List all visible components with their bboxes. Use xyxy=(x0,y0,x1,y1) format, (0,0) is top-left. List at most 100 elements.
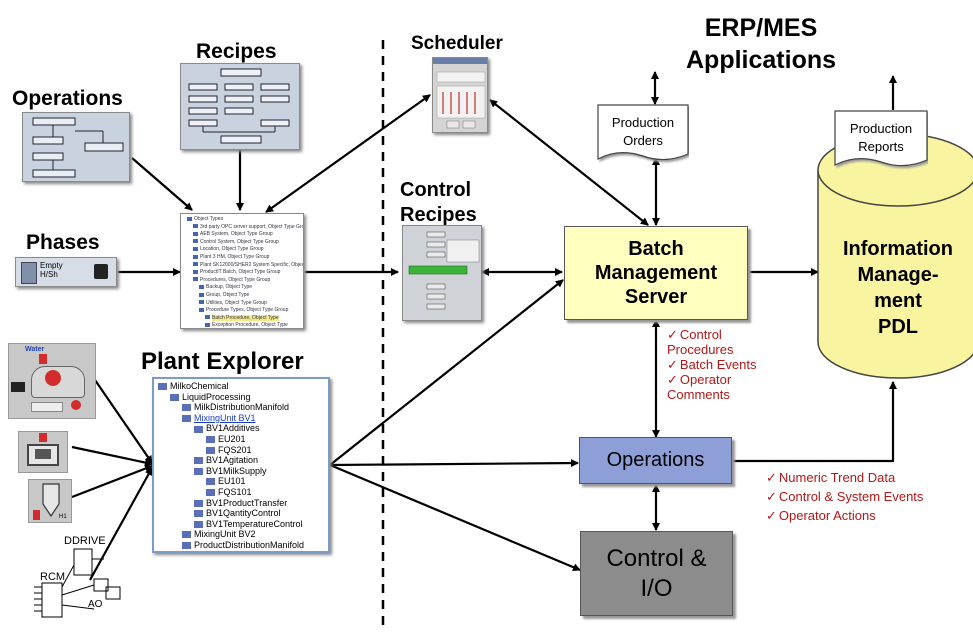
batch-server-box[interactable]: Batch Management Server xyxy=(564,226,748,320)
event-item: Operator Comments xyxy=(667,372,757,402)
object-tree-node[interactable]: Location, Object Type Group xyxy=(187,246,303,254)
tree-node[interactable]: BV1TemperatureControl xyxy=(158,519,304,530)
object-tree-node[interactable]: Group, Object Type xyxy=(187,292,303,300)
control-recipes-title: Control Recipes xyxy=(400,179,477,226)
object-icon xyxy=(194,510,203,518)
object-tree-node[interactable]: 3rd party OPC server support, Object Typ… xyxy=(187,224,303,232)
object-tree-node[interactable]: ProductIT Batch, Object Type Group xyxy=(187,269,303,277)
tree-node-label: BV1ProductTransfer xyxy=(206,497,288,508)
tree-node[interactable]: LiquidProcessing xyxy=(158,392,304,403)
control-recipes-thumbnail[interactable] xyxy=(402,225,482,321)
object-tree-label: Batch Procedure, Object Type xyxy=(212,314,279,321)
object-type-icon xyxy=(193,277,198,282)
tree-node-label: BV1QantityControl xyxy=(206,508,281,519)
erp-mes-title: ERP/MES Applications xyxy=(686,14,837,74)
object-icon xyxy=(194,467,203,475)
rcm-label: RCM xyxy=(40,571,66,583)
object-tree-label: Procedures, Object Type Group xyxy=(200,276,271,283)
tree-node[interactable]: ProductDistributionManifold xyxy=(158,540,304,551)
control-io-box[interactable]: Control & I/O xyxy=(580,531,733,616)
object-tree-node[interactable]: Batch Procedure, Object Type xyxy=(187,314,303,323)
scheduler-title: Scheduler xyxy=(411,33,503,54)
scheduler-calendar-icon xyxy=(433,58,487,129)
batch-events-list: Control ProceduresBatch EventsOperator C… xyxy=(667,327,757,402)
operations-box[interactable]: Operations xyxy=(579,437,732,484)
object-type-icon xyxy=(193,247,198,252)
tree-node-label: BV1MilkSupply xyxy=(206,465,267,476)
object-tree-node[interactable]: Control System, Object Type Group xyxy=(187,239,303,247)
arrow-eq2-to-explorer xyxy=(71,445,153,467)
object-tree-node[interactable]: Backup, Object Type xyxy=(187,284,303,292)
block-lines xyxy=(34,548,121,618)
tree-node[interactable]: MilkReception xyxy=(158,551,304,552)
arrow-explorer-to-batch xyxy=(329,279,564,466)
silo-label: H1 xyxy=(59,514,67,520)
phases-title: Phases xyxy=(26,231,100,254)
phase-widget-label: Empty H/Sh xyxy=(40,261,63,279)
tree-node-label: FQS201 xyxy=(218,444,252,455)
object-tree-node[interactable]: Plant SK12000/SHER2 System Specific, Obj… xyxy=(187,262,303,270)
scheduler-thumbnail[interactable] xyxy=(432,57,488,133)
tree-node-label: LiquidProcessing xyxy=(182,391,251,402)
tree-node[interactable]: EU101 xyxy=(158,476,304,487)
arrow-eq1-to-explorer xyxy=(94,379,153,464)
object-tree-node[interactable]: Procedures, Object Type Group xyxy=(187,276,303,285)
tree-node-label: ProductDistributionManifold xyxy=(194,539,305,550)
tree-node[interactable]: BV1ProductTransfer xyxy=(158,498,304,509)
tree-node[interactable]: BV1Agitation xyxy=(158,455,304,466)
pump-icon xyxy=(71,400,81,410)
object-type-icon xyxy=(199,292,204,297)
recipes-thumbnail xyxy=(180,63,300,150)
tree-node-label: MilkDistributionManifold xyxy=(194,402,290,413)
water-label: Water xyxy=(25,346,45,353)
object-type-icon xyxy=(199,300,204,305)
object-tree-label: Location, Object Type Group xyxy=(200,246,264,253)
ao-label: AO xyxy=(88,599,103,610)
tree-node[interactable]: MilkoChemical xyxy=(158,381,304,392)
object-icon xyxy=(206,446,215,454)
tree-node[interactable]: FQS101 xyxy=(158,487,304,498)
object-type-icon xyxy=(193,254,198,259)
arrow-explorer-to-operations xyxy=(329,459,579,468)
object-tree-node[interactable]: Object Types xyxy=(187,216,303,224)
object-icon xyxy=(206,478,215,486)
silo-graphic: H1 xyxy=(28,479,72,523)
object-tree-node[interactable]: AEB System, Object Type Group xyxy=(187,231,303,239)
tree-node[interactable]: BV1Additives xyxy=(158,423,304,434)
tree-node[interactable]: MixingUnit BV2 xyxy=(158,529,304,540)
object-icon xyxy=(182,414,191,422)
object-tree-node[interactable]: Plant 3 HM, Object Type Group xyxy=(187,254,303,262)
tree-node[interactable]: EU201 xyxy=(158,434,304,445)
object-type-icon xyxy=(193,269,198,274)
object-tree-node[interactable]: Utilities, Object Type Group xyxy=(187,300,303,308)
agitator-icon xyxy=(45,370,61,386)
tree-node[interactable]: BV1MilkSupply xyxy=(158,466,304,477)
object-tree-label: Exception Procedure, Object Type xyxy=(212,322,288,329)
valve-icon xyxy=(39,354,47,364)
object-type-icon xyxy=(193,262,198,267)
info-mgmt-label: Information Manage- ment PDL xyxy=(843,238,953,338)
object-icon xyxy=(194,425,203,433)
tree-node-label: MixingUnit BV2 xyxy=(194,529,256,540)
tree-node[interactable]: BV1QantityControl xyxy=(158,508,304,519)
tree-node-label: BV1Additives xyxy=(206,423,260,434)
tree-node[interactable]: FQS201 xyxy=(158,445,304,456)
object-icon xyxy=(194,520,203,528)
object-tree-label: AEB System, Object Type Group xyxy=(200,231,273,238)
arrow-eq4-to-explorer xyxy=(89,467,153,581)
operations-sfc-icon xyxy=(32,117,124,178)
silo-shape xyxy=(42,483,60,518)
tree-node[interactable]: MixingUnit BV1 xyxy=(158,413,304,424)
ddrive-label: DDRIVE xyxy=(64,535,106,547)
recipes-sfc-icon xyxy=(188,68,290,144)
tree-node[interactable]: MilkDistributionManifold xyxy=(158,402,304,413)
object-tree-node[interactable]: Exception Procedure, Object Type xyxy=(187,322,303,329)
object-tree-node[interactable]: Procedure Types, Object Type Group xyxy=(187,307,303,315)
production-reports-label: Production Reports xyxy=(849,121,913,154)
control-io-label: Control & I/O xyxy=(606,544,707,602)
object-icon xyxy=(170,393,179,401)
